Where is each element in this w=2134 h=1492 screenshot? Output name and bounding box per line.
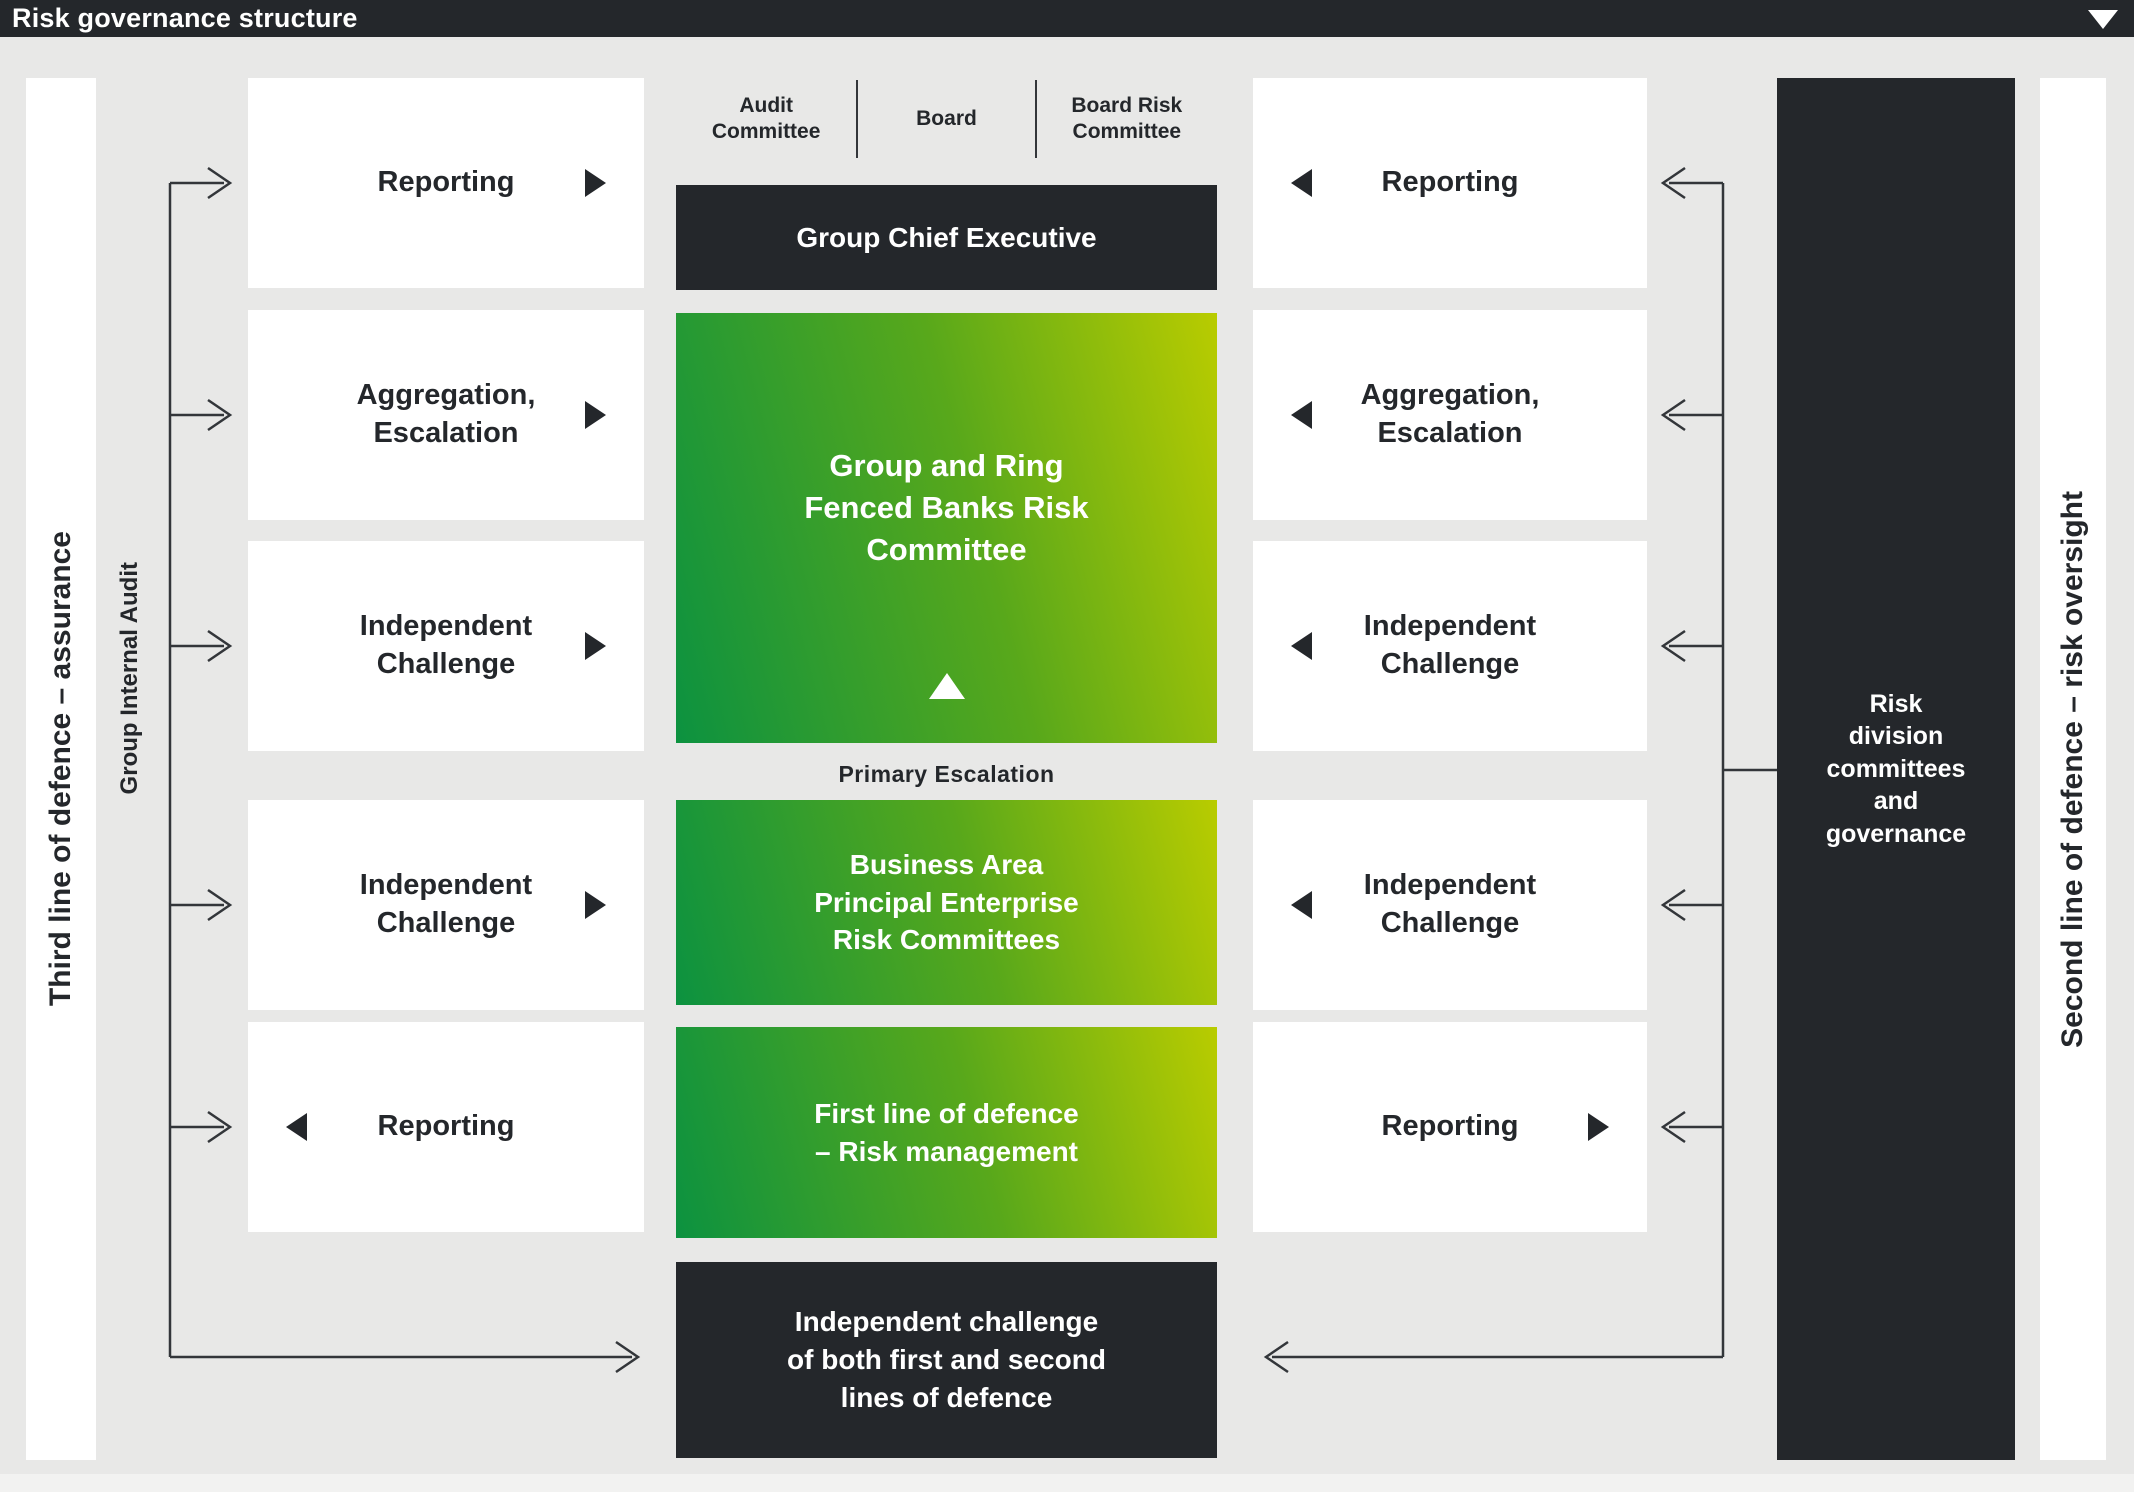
triangle-left-icon <box>286 1113 307 1141</box>
box-label: Group Chief Executive <box>796 221 1097 253</box>
triangle-right-icon <box>1588 1113 1609 1141</box>
bottom-strip <box>0 1474 2134 1492</box>
left-box-aggregation-escalation: Aggregation, Escalation <box>248 310 644 520</box>
second-line-label: Second line of defence – risk oversight <box>2056 490 2089 1048</box>
group-chief-executive-box: Group Chief Executive <box>676 185 1217 290</box>
box-label: First line of defence – Risk management <box>814 1097 1079 1167</box>
box-label: Independent Challenge <box>1363 610 1537 680</box>
board-label: Board <box>856 80 1037 158</box>
third-line-label: Third line of defence – assurance <box>44 531 77 1007</box>
first-line-of-defence-box: First line of defence – Risk management <box>676 1027 1217 1238</box>
independent-challenge-box: Independent challenge of both first and … <box>676 1262 1217 1458</box>
left-box-reporting-top: Reporting <box>248 78 644 288</box>
box-label: Independent challenge of both first and … <box>787 1306 1106 1413</box>
box-label: Independent Challenge <box>359 869 533 939</box>
business-area-risk-committees-box: Business Area Principal Enterprise Risk … <box>676 800 1217 1005</box>
right-flow-line <box>1263 166 1777 1374</box>
risk-division-panel: Risk division committees and governance <box>1777 78 2015 1460</box>
right-box-independent-challenge-1: Independent Challenge <box>1253 541 1647 751</box>
triangle-left-icon <box>1291 401 1312 429</box>
triangle-right-icon <box>585 401 606 429</box>
group-internal-audit-label: Group Internal Audit <box>116 561 143 795</box>
box-label: Reporting <box>377 1110 515 1143</box>
box-label: Business Area Principal Enterprise Risk … <box>814 848 1079 956</box>
left-box-independent-challenge-1: Independent Challenge <box>248 541 644 751</box>
second-line-rail: Second line of defence – risk oversight <box>2040 78 2106 1460</box>
box-label: Aggregation, Escalation <box>356 379 536 449</box>
header-bar: Risk governance structure <box>0 0 2134 37</box>
box-label: Group and Ring Fenced Banks Risk Committ… <box>804 448 1089 567</box>
group-risk-committee-box: Group and Ring Fenced Banks Risk Committ… <box>676 313 1217 743</box>
board-committees-row: Audit Committee Board Board Risk Committ… <box>676 80 1217 158</box>
box-label: Reporting <box>377 166 515 199</box>
right-box-reporting-bottom: Reporting <box>1253 1022 1647 1232</box>
right-box-reporting-top: Reporting <box>1253 78 1647 288</box>
left-box-reporting-bottom: Reporting <box>248 1022 644 1232</box>
triangle-left-icon <box>1291 169 1312 197</box>
group-internal-audit: Group Internal Audit <box>92 556 168 800</box>
triangle-right-icon <box>585 891 606 919</box>
box-label: Reporting <box>1381 1110 1519 1143</box>
box-label: Aggregation, Escalation <box>1360 379 1540 449</box>
board-risk-committee-label: Board Risk Committee <box>1071 93 1183 143</box>
primary-escalation-label: Primary Escalation <box>838 760 1055 787</box>
risk-division-label: Risk division committees and governance <box>1825 689 1967 848</box>
chevron-down-icon[interactable] <box>2088 10 2118 29</box>
box-label: Reporting <box>1381 166 1519 199</box>
left-flow-line <box>168 166 641 1374</box>
box-label: Independent Challenge <box>359 610 533 680</box>
page-title: Risk governance structure <box>12 3 358 33</box>
left-box-independent-challenge-2: Independent Challenge <box>248 800 644 1010</box>
triangle-left-icon <box>1291 632 1312 660</box>
triangle-up-icon <box>928 673 965 699</box>
third-line-rail: Third line of defence – assurance <box>26 78 96 1460</box>
triangle-right-icon <box>585 169 606 197</box>
triangle-right-icon <box>585 632 606 660</box>
right-box-aggregation-escalation: Aggregation, Escalation <box>1253 310 1647 520</box>
box-label: Independent Challenge <box>1363 869 1537 939</box>
triangle-left-icon <box>1291 891 1312 919</box>
right-box-independent-challenge-2: Independent Challenge <box>1253 800 1647 1010</box>
audit-committee-label: Audit Committee <box>711 93 821 143</box>
